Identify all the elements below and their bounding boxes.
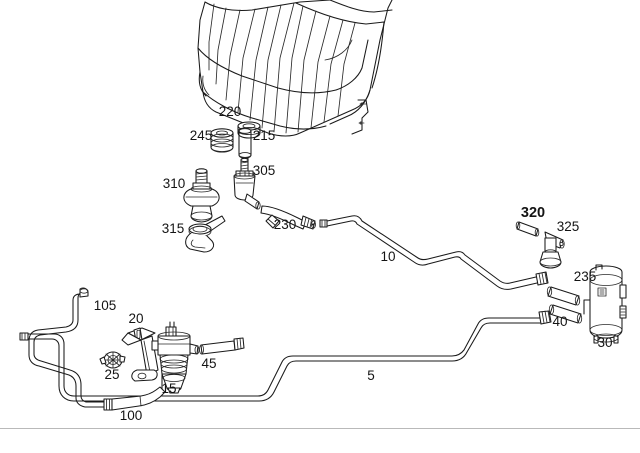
part-20-bracket xyxy=(121,327,159,382)
callout-100: 100 xyxy=(120,408,143,423)
callout-20: 20 xyxy=(128,311,143,326)
callout-105: 105 xyxy=(94,298,117,313)
callout-230: 230 xyxy=(274,217,297,232)
callout-215: 215 xyxy=(253,128,276,143)
part-315-bracket xyxy=(185,215,226,253)
callout-320: 320 xyxy=(521,205,545,221)
callout-40: 40 xyxy=(552,314,567,329)
callout-315: 315 xyxy=(162,221,185,236)
callout-labels: 220 245 215 305 310 315 230 10 320 325 2… xyxy=(94,104,613,423)
part-245-ring xyxy=(210,128,234,153)
callout-45: 45 xyxy=(201,356,216,371)
part-235-hose xyxy=(546,286,581,306)
part-40-hose xyxy=(548,304,583,324)
callout-15: 15 xyxy=(161,381,176,396)
part-320-sleeve xyxy=(515,221,540,237)
part-25-mount xyxy=(99,351,126,369)
callout-220: 220 xyxy=(219,104,242,119)
bottom-divider xyxy=(0,428,640,429)
part-30-fuel-filter xyxy=(583,264,627,344)
part-105-hose xyxy=(28,287,105,408)
callout-305: 305 xyxy=(253,163,276,178)
callout-245: 245 xyxy=(190,128,213,143)
fuel-tank xyxy=(197,0,393,137)
callout-10: 10 xyxy=(380,249,395,264)
part-5-feed-line xyxy=(19,310,552,402)
part-325-elbow xyxy=(539,231,565,269)
part-45-hose xyxy=(199,337,245,355)
callout-310: 310 xyxy=(163,176,186,191)
part-305-valve xyxy=(233,157,261,210)
part-310-valve xyxy=(183,168,220,223)
part-10-return-line xyxy=(319,215,549,290)
part-230-tee-hose xyxy=(260,205,316,230)
part-15-fuel-pump xyxy=(151,321,200,394)
callout-325: 325 xyxy=(557,219,580,234)
callout-25: 25 xyxy=(104,367,119,382)
callout-235: 235 xyxy=(574,269,597,284)
callout-5: 5 xyxy=(367,368,375,383)
callout-30: 30 xyxy=(597,335,612,350)
